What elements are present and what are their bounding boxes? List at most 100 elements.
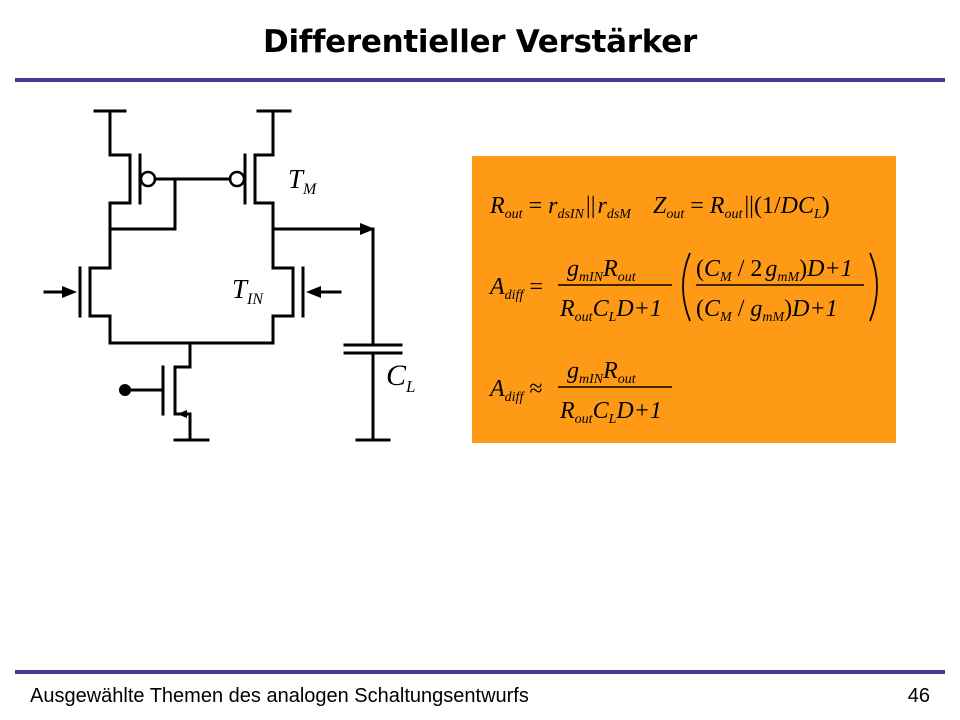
- f3-den-c: C: [593, 398, 610, 424]
- f3-den-c-sub: L: [608, 412, 617, 427]
- footer-rule: [15, 670, 945, 674]
- f2-in-rest: D+1: [806, 256, 853, 282]
- f2-id-g-sub: mM: [762, 310, 785, 325]
- f1-rout2-sub: out: [724, 207, 743, 222]
- pmos-right-gate-bubble: [228, 170, 246, 188]
- f1-rdsin-sub: dsIN: [557, 207, 584, 222]
- f2-in-close: ): [799, 256, 807, 282]
- pmos-right-source: [253, 109, 275, 157]
- f1-paren: (1/: [754, 193, 781, 219]
- f1-zout: Z: [653, 193, 667, 219]
- slide-title: Differentieller Verstärker: [263, 24, 697, 60]
- f2-den-c-sub: L: [608, 310, 617, 325]
- nmos-left-source: [88, 314, 112, 345]
- f2-den-rest: D+1: [615, 296, 662, 322]
- f2-a: A: [488, 274, 505, 300]
- f3-num-r: R: [602, 358, 618, 384]
- f2-in-c: C: [704, 256, 721, 282]
- pmos-left-drain-source: [108, 109, 132, 157]
- pmos-right-drain: [253, 201, 275, 231]
- formula-line-2-den: RoutCLD+1: [559, 296, 662, 325]
- nmos-right-drain: [271, 227, 295, 270]
- label-tin-main: T: [232, 274, 249, 304]
- page-number: 46: [907, 685, 930, 707]
- f3-num-r-sub: out: [618, 372, 637, 387]
- output-arrow-icon: [360, 223, 375, 235]
- f1-dcl: DC: [780, 193, 815, 219]
- f1-eq2: =: [690, 193, 704, 219]
- f2-den-r: R: [559, 296, 575, 322]
- pmos-left-gate-bubble: [139, 170, 157, 188]
- label-tin: TIN: [232, 274, 264, 308]
- formula-line-3-num: gmINRout: [567, 358, 637, 387]
- label-cl-main: C: [386, 359, 407, 392]
- formula-line-3-den: RoutCLD+1: [559, 398, 662, 427]
- f2-num-g-sub: mIN: [579, 270, 604, 285]
- f2-id-c-sub: M: [719, 310, 733, 325]
- f2-big-paren-left: [682, 252, 691, 322]
- f1-rdsin: r: [548, 193, 558, 219]
- f2-num-g: g: [567, 256, 579, 282]
- f2-in-open: (: [696, 256, 704, 282]
- formula-line-2-lhs: Adiff=: [488, 274, 543, 303]
- f2-id-rest: D+1: [791, 296, 838, 322]
- f2-eq: =: [529, 274, 543, 300]
- f2-num-r: R: [602, 256, 618, 282]
- f1-close: ): [822, 193, 830, 219]
- label-tm-sub: M: [302, 181, 318, 198]
- nmos-left-drain: [88, 227, 112, 270]
- f1-rdsm-sub: dsM: [607, 207, 632, 222]
- f1-eq: =: [529, 193, 543, 219]
- f2-a-sub: diff: [505, 288, 526, 303]
- f3-den-r-sub: out: [575, 412, 594, 427]
- bias-node-dot: [119, 384, 131, 396]
- f3-approx: ≈: [529, 376, 542, 402]
- f1-rout: R: [489, 193, 505, 219]
- label-tm: TM: [288, 164, 318, 198]
- f3-num-g-sub: mIN: [579, 372, 604, 387]
- pmos-left-drain: [108, 201, 132, 231]
- f2-in-c-sub: M: [719, 270, 733, 285]
- f1-rdsm: r: [598, 193, 608, 219]
- f1-parallel2: ||: [744, 193, 754, 219]
- f2-id-close: ): [784, 296, 792, 322]
- f1-zout-sub: out: [666, 207, 685, 222]
- f2-in-g: g: [765, 256, 777, 282]
- label-tm-main: T: [288, 164, 305, 194]
- f2-num-r-sub: out: [618, 270, 637, 285]
- f3-den-r: R: [559, 398, 575, 424]
- label-tin-sub: IN: [246, 291, 264, 308]
- input-left-arrow-icon: [62, 286, 77, 298]
- nmos-tail-source: [173, 412, 192, 442]
- f1-rout2: R: [709, 193, 725, 219]
- input-right-arrow-icon: [306, 286, 321, 298]
- f3-num-g: g: [567, 358, 579, 384]
- footer-text: Ausgewählte Themen des analogen Schaltun…: [30, 685, 529, 707]
- nmos-right-source: [271, 314, 295, 345]
- f2-in-mid: / 2: [732, 256, 763, 282]
- formula-line-2-num: gmINRout: [567, 256, 637, 285]
- f2-id-mid: /: [732, 296, 751, 322]
- label-cl-sub: L: [405, 377, 415, 396]
- f3-a-sub: diff: [505, 390, 526, 405]
- f3-a: A: [488, 376, 505, 402]
- f2-id-g: g: [750, 296, 762, 322]
- formula-line-2-inner-den: (CM / gmM)D+1: [696, 296, 838, 325]
- f2-id-open: (: [696, 296, 704, 322]
- nmos-tail-arrow-icon: [177, 410, 187, 418]
- f2-den-c: C: [593, 296, 610, 322]
- f1-rout-sub: out: [505, 207, 524, 222]
- f2-big-paren-right: [869, 252, 878, 322]
- f1-dcl-sub: L: [813, 207, 822, 222]
- formula-line-3-lhs: Adiff≈: [488, 376, 543, 405]
- f2-den-r-sub: out: [575, 310, 594, 325]
- f3-den-rest: D+1: [615, 398, 662, 424]
- f2-id-c: C: [704, 296, 721, 322]
- f2-in-g-sub: mM: [777, 270, 800, 285]
- title-rule: [15, 78, 945, 82]
- f1-parallel: ||: [586, 193, 596, 219]
